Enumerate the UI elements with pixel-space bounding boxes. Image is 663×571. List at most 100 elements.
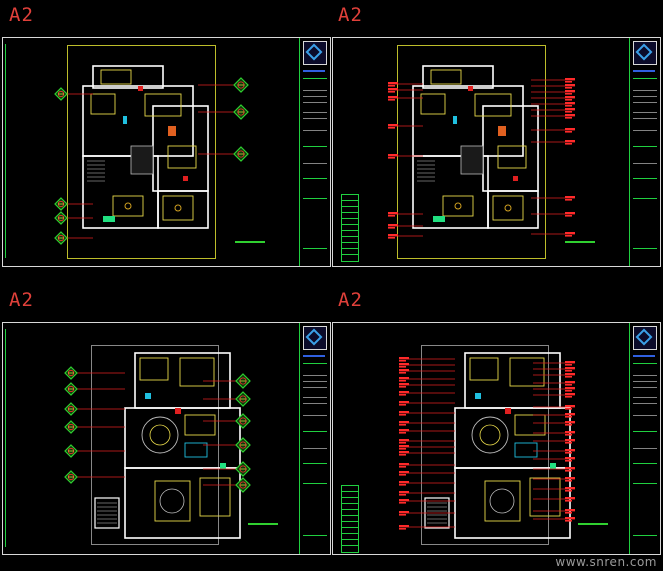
drawing-sheet-1[interactable] [2, 37, 331, 267]
wall [152, 105, 209, 192]
note-label [565, 393, 575, 396]
note-label [388, 154, 398, 157]
note-label [388, 96, 398, 99]
round-table [471, 416, 509, 454]
note-label [399, 499, 409, 502]
note-label [565, 431, 575, 434]
note-label [565, 373, 575, 376]
floor-plan-4[interactable] [333, 323, 662, 556]
wall [464, 352, 561, 409]
note-label [565, 140, 575, 143]
note-label [388, 224, 398, 227]
wall [422, 65, 494, 89]
note-label [399, 439, 409, 442]
staircase [94, 497, 120, 529]
watermark: www.snren.com [555, 555, 657, 569]
note-label [399, 401, 409, 404]
note-label [399, 383, 409, 386]
note-label [399, 391, 409, 394]
note-label [399, 369, 409, 372]
sheet-label-1: A2 [9, 4, 34, 26]
floor-plan-2[interactable] [333, 38, 662, 268]
note-label [399, 481, 409, 484]
note-label [565, 78, 575, 81]
plan-frame [67, 45, 216, 259]
wall [134, 352, 231, 409]
wall [412, 85, 524, 157]
legend-table [341, 194, 359, 262]
wall [487, 190, 539, 229]
drawing-sheet-3[interactable] [2, 322, 331, 555]
margin-strip [5, 44, 10, 258]
drawing-sheet-4[interactable] [332, 322, 661, 555]
wall [454, 467, 571, 539]
wall [157, 190, 209, 229]
scale-bar [578, 523, 608, 525]
note-label [399, 411, 409, 414]
note-label [565, 477, 575, 480]
wall [124, 467, 241, 539]
note-label [399, 445, 409, 448]
note-label [565, 405, 575, 408]
title-block [629, 323, 660, 554]
round-table [141, 416, 179, 454]
note-label [399, 525, 409, 528]
note-label [399, 377, 409, 380]
floor-plan-1[interactable] [3, 38, 332, 268]
note-label [388, 88, 398, 91]
note-label [565, 449, 575, 452]
title-block [629, 38, 660, 266]
logo-icon [303, 326, 327, 350]
floor-plan-3[interactable] [3, 323, 332, 556]
note-label [565, 487, 575, 490]
title-block [299, 323, 330, 554]
note-label [399, 357, 409, 360]
wall [92, 65, 164, 89]
note-label [399, 421, 409, 424]
note-label [565, 84, 575, 87]
note-label [565, 413, 575, 416]
drawing-sheet-2[interactable] [332, 37, 661, 267]
note-label [565, 497, 575, 500]
sheet-label-2: A2 [338, 4, 363, 26]
note-label [565, 128, 575, 131]
logo-icon [303, 41, 327, 65]
note-label [565, 96, 575, 99]
note-label [388, 212, 398, 215]
note-label [565, 196, 575, 199]
title-block [299, 38, 330, 266]
note-label [388, 124, 398, 127]
note-label [565, 361, 575, 364]
note-label [399, 429, 409, 432]
margin-strip [5, 329, 10, 547]
scale-bar [235, 241, 265, 243]
note-label [399, 451, 409, 454]
note-label [565, 212, 575, 215]
note-label [565, 381, 575, 384]
plan-frame [397, 45, 546, 259]
note-label [565, 457, 575, 460]
legend-table [341, 485, 359, 553]
wall [482, 105, 539, 192]
note-label [399, 363, 409, 366]
note-label [565, 90, 575, 93]
scale-bar [248, 523, 278, 525]
note-label [565, 439, 575, 442]
note-label [565, 232, 575, 235]
scale-bar [565, 241, 595, 243]
note-label [565, 102, 575, 105]
sheet-label-3: A2 [9, 289, 34, 311]
note-label [399, 511, 409, 514]
note-label [565, 387, 575, 390]
plan-frame [421, 345, 549, 545]
logo-icon [633, 41, 657, 65]
note-label [565, 509, 575, 512]
note-label [388, 234, 398, 237]
note-label [399, 471, 409, 474]
note-label [565, 367, 575, 370]
note-label [565, 108, 575, 111]
note-label [565, 517, 575, 520]
note-label [565, 467, 575, 470]
note-label [565, 114, 575, 117]
wall [82, 85, 194, 157]
